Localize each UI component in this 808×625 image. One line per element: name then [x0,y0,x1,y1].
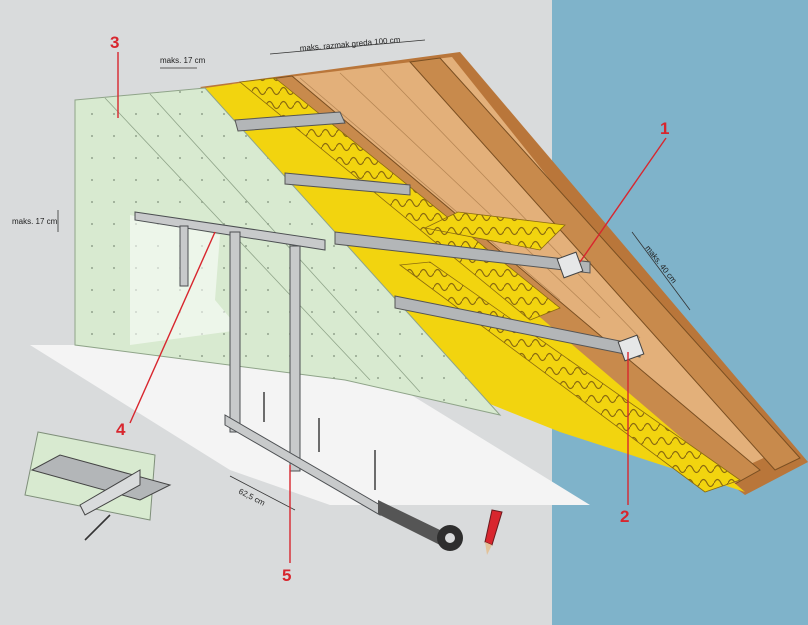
pencil-icon [484,509,503,555]
callout-1: 1 [660,119,669,138]
connector-detail [24,431,172,541]
dim-vertical-spacing: maks. 17 cm [160,56,206,65]
floor-shadow [30,345,590,505]
dimension-lines [57,39,691,511]
callout-5: 5 [282,566,291,585]
dim-beam-spacing: maks. razmak greda 100 cm [299,35,401,53]
wall-frame [134,211,381,516]
sealing-tape [378,500,463,551]
dim-wall-spacing: maks. 17 cm [12,217,58,226]
callout-leaders [117,52,667,563]
insulation-batt-mid [423,211,566,251]
callout-2: 2 [620,507,629,526]
ceiling-profiles [234,111,641,358]
profile-hangers [556,251,645,362]
dim-stud-spacing: 62,5 cm [237,487,267,508]
callout-3: 3 [110,33,119,52]
callout-4: 4 [116,420,126,439]
anchor-screws [263,392,376,490]
